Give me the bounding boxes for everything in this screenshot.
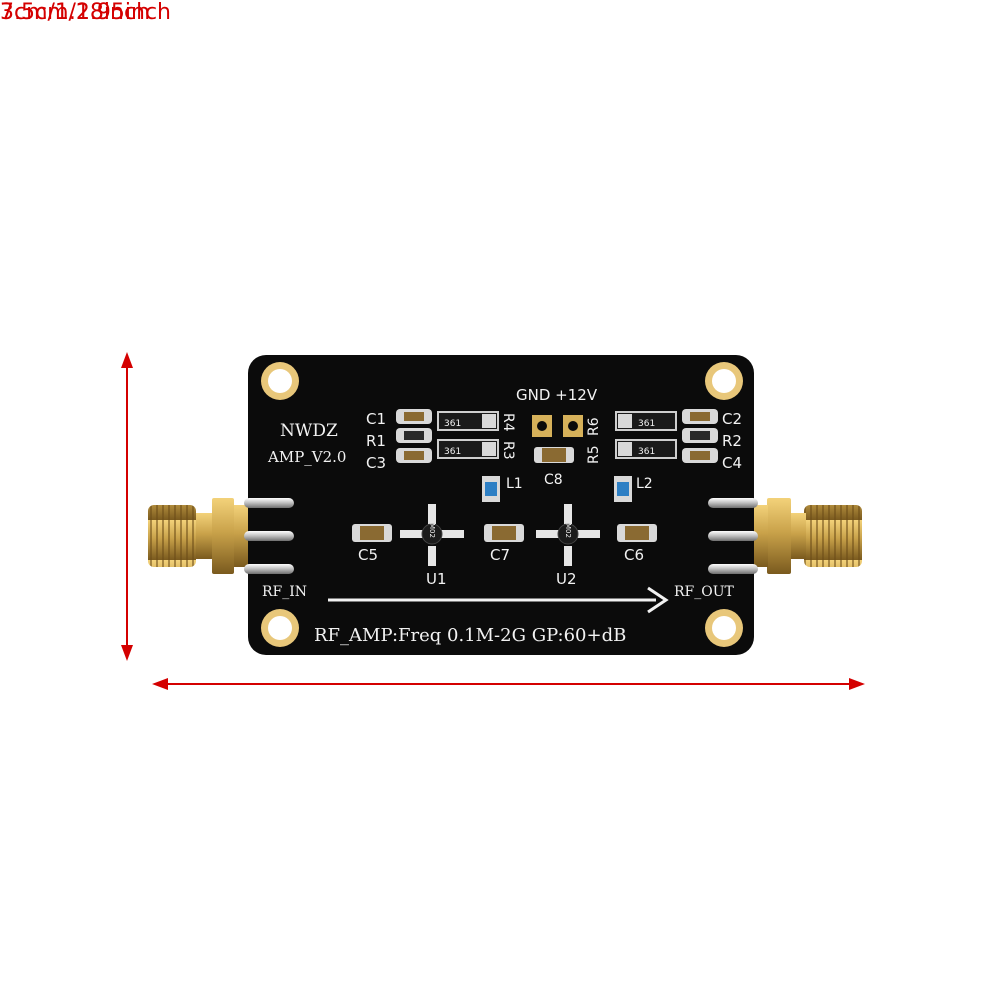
component-cluster-right — [615, 409, 718, 463]
label-r6: R6 — [586, 417, 602, 436]
pcb-board: NWDZ AMP_V2.0 GND +12V C1 R1 C3 C2 R2 C4… — [244, 355, 758, 655]
label-l2: L2 — [636, 476, 653, 492]
label-l1: L1 — [506, 476, 523, 492]
mounting-hole — [705, 609, 743, 647]
component-cluster-left — [396, 409, 499, 463]
label-u1: U1 — [426, 570, 447, 588]
label-c2: C2 — [722, 410, 742, 428]
signal-flow-arrow — [328, 586, 669, 614]
capacitor-c6 — [617, 524, 657, 542]
chip-marking-u2: M02 — [564, 523, 572, 538]
resistor-code-r6: 361 — [638, 419, 655, 429]
label-c1: C1 — [366, 410, 386, 428]
label-r4: R4 — [500, 413, 516, 432]
sma-connector-left — [148, 498, 248, 574]
height-dimension-arrow — [121, 352, 133, 661]
mounting-hole — [705, 362, 743, 400]
power-label: GND +12V — [516, 386, 598, 404]
amplifier-chip-u1 — [400, 504, 464, 566]
version-label: AMP_V2.0 — [267, 448, 346, 466]
chip-marking-u1: M02 — [428, 523, 436, 538]
inductor-l1 — [482, 476, 500, 502]
mounting-hole — [261, 609, 299, 647]
resistor-code-r3: 361 — [444, 447, 461, 457]
label-r3: R3 — [500, 441, 516, 460]
label-u2: U2 — [556, 570, 577, 588]
rf-out-label: RF_OUT — [674, 584, 735, 600]
sma-connector-right — [754, 498, 862, 574]
brand-label: NWDZ — [280, 421, 338, 441]
height-dimension-label: 3cm/1.18inch — [0, 0, 151, 25]
capacitor-c8 — [534, 447, 574, 463]
label-r2: R2 — [722, 432, 742, 450]
label-c8: C8 — [544, 472, 563, 488]
capacitor-c7 — [484, 524, 524, 542]
mounting-hole — [261, 362, 299, 400]
resistor-code-r5: 361 — [638, 447, 655, 457]
label-c3: C3 — [366, 454, 386, 472]
connector-pins-right — [708, 498, 758, 574]
label-c5: C5 — [358, 546, 378, 564]
width-dimension-label: 7.5cm/2.95inch — [0, 0, 172, 25]
power-pads — [532, 415, 583, 437]
label-c6: C6 — [624, 546, 644, 564]
label-r5: R5 — [586, 445, 602, 464]
resistor-code-r4: 361 — [444, 419, 461, 429]
inductor-l2 — [614, 476, 632, 502]
spec-label: RF_AMP:Freq 0.1M-2G GP:60+dB — [314, 625, 626, 646]
label-c4: C4 — [722, 454, 742, 472]
capacitor-c5 — [352, 524, 392, 542]
label-c7: C7 — [490, 546, 510, 564]
connector-pins-left — [244, 498, 294, 574]
rf-in-label: RF_IN — [262, 584, 307, 600]
amplifier-chip-u2 — [536, 504, 600, 566]
width-dimension-arrow — [152, 678, 865, 690]
label-r1: R1 — [366, 432, 386, 450]
